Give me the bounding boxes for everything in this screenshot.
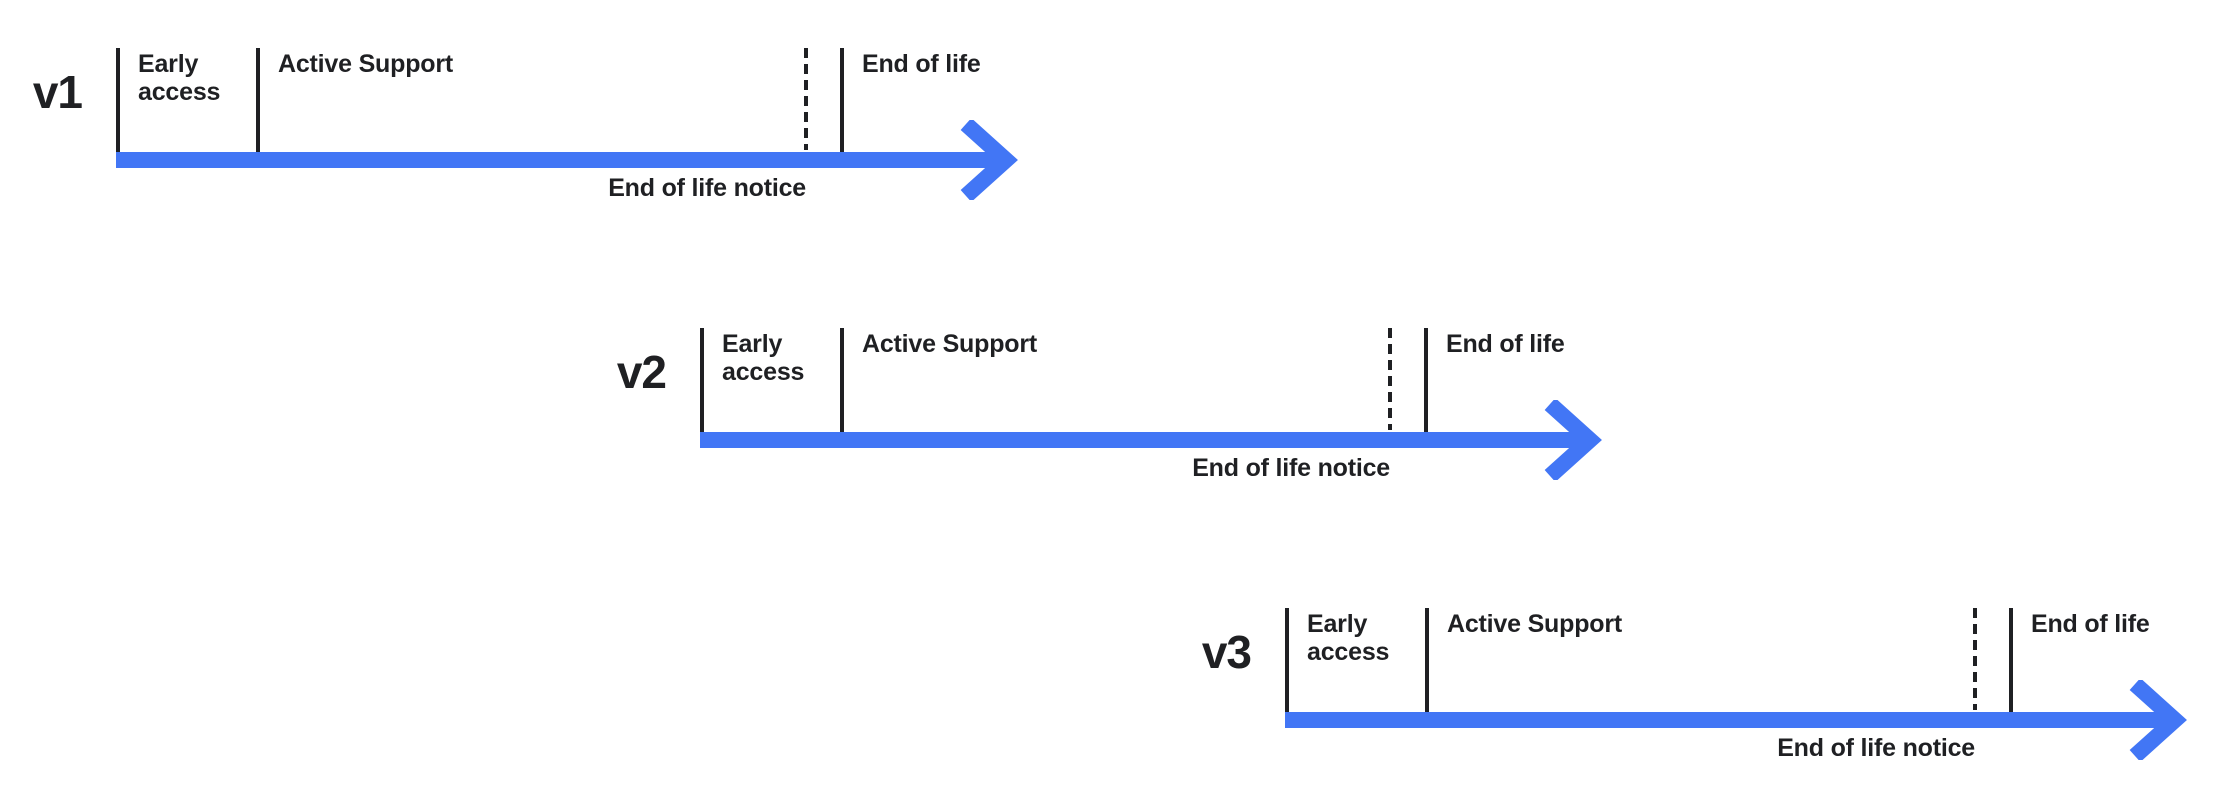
end-of-life-notice-label: End of life notice <box>1192 454 1390 482</box>
active-support-label: Active Support <box>278 50 453 78</box>
active-support-label: Active Support <box>1447 610 1622 638</box>
version-label: v2 <box>616 346 667 398</box>
eol-notice-dashed-tick <box>804 48 808 150</box>
end-of-life-tick <box>840 48 844 152</box>
early-access-label: Early access <box>138 50 221 106</box>
active-support-tick <box>1425 608 1429 712</box>
end-of-life-notice-label: End of life notice <box>1777 734 1975 762</box>
early-access-label: Early access <box>722 330 805 386</box>
end-of-life-label: End of life <box>1446 330 1565 358</box>
early-access-tick <box>700 328 704 432</box>
end-of-life-notice-label: End of life notice <box>608 174 806 202</box>
version-label: v1 <box>32 66 83 118</box>
active-support-tick <box>256 48 260 152</box>
early-access-label: Early access <box>1307 610 1390 666</box>
eol-notice-dashed-tick <box>1973 608 1977 710</box>
end-of-life-tick <box>1424 328 1428 432</box>
early-access-tick <box>1285 608 1289 712</box>
timeline-arrow-icon <box>116 120 1018 200</box>
active-support-label: Active Support <box>862 330 1037 358</box>
early-access-tick <box>116 48 120 152</box>
active-support-tick <box>840 328 844 432</box>
end-of-life-label: End of life <box>862 50 981 78</box>
timeline-arrow-icon <box>700 400 1602 480</box>
timeline-v3: v3 Early access Active Support End of li… <box>1202 608 2227 788</box>
end-of-life-label: End of life <box>2031 610 2150 638</box>
timeline-v1: v1 Early access Active Support End of li… <box>33 48 1058 228</box>
eol-notice-dashed-tick <box>1388 328 1392 430</box>
end-of-life-tick <box>2009 608 2013 712</box>
timeline-v2: v2 Early access Active Support End of li… <box>617 328 1642 508</box>
version-label: v3 <box>1201 626 1252 678</box>
timeline-arrow-icon <box>1285 680 2187 760</box>
